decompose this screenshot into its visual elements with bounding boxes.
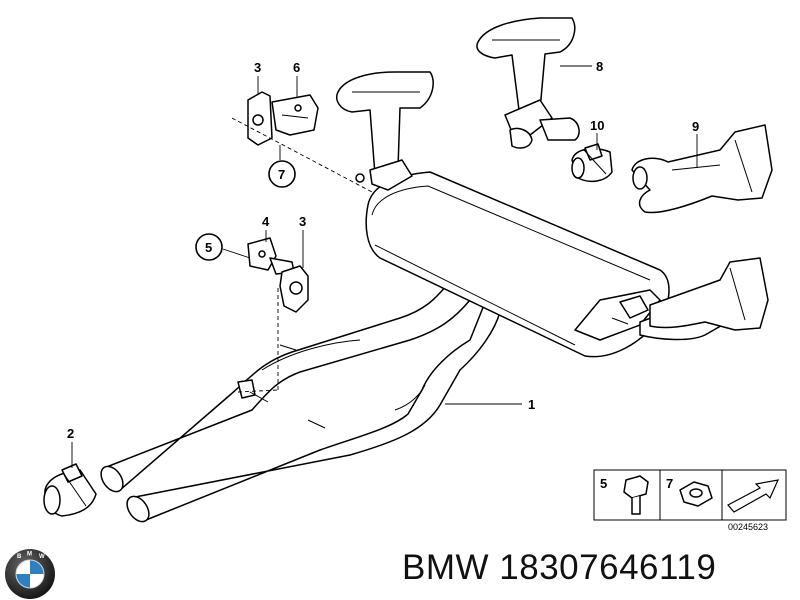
rubber-mount-top <box>247 91 319 146</box>
callout-7: 7 <box>278 167 285 182</box>
exhaust-pipe <box>100 285 501 523</box>
nut-icon <box>679 481 713 507</box>
callout-6: 6 <box>293 60 300 75</box>
svg-text:W: W <box>39 554 45 560</box>
legend-7: 7 <box>666 476 673 491</box>
hanger-bracket-right <box>476 17 580 149</box>
part-number: 18307646119 <box>499 548 717 587</box>
svg-text:M: M <box>27 552 32 558</box>
callout-4: 4 <box>262 214 270 229</box>
pipe-fittings <box>237 295 649 429</box>
tailpipe-lower <box>649 257 769 331</box>
mount-with-bolt <box>247 237 309 313</box>
dashed-leader-top <box>231 117 373 193</box>
bolt-icon <box>623 475 649 515</box>
callout-9: 9 <box>692 119 699 134</box>
part-caption: BMW 18307646119 <box>402 548 716 588</box>
tailpipe-upper <box>631 124 773 214</box>
hanger-bracket-center <box>336 71 434 191</box>
callout-10: 10 <box>590 118 604 133</box>
callouts: 1 2 3 6 7 4 3 5 8 10 9 <box>67 59 699 441</box>
callout-3-top: 3 <box>254 60 261 75</box>
svg-text:B: B <box>17 554 22 560</box>
callout-5: 5 <box>205 240 212 255</box>
callout-3-mid: 3 <box>299 214 306 229</box>
callout-7-circle <box>268 160 296 188</box>
brand-name: BMW <box>402 548 490 587</box>
clamp-2 <box>43 463 97 517</box>
callout-8: 8 <box>596 59 603 74</box>
arrow-icon <box>727 479 780 513</box>
legend-5: 5 <box>600 476 607 491</box>
reference-code: 00245623 <box>728 522 768 532</box>
clamp-10 <box>571 143 613 183</box>
legend-box: 5 7 00245623 <box>593 469 787 532</box>
callout-1: 1 <box>528 397 535 412</box>
callout-2: 2 <box>67 426 74 441</box>
bmw-logo: B M W <box>5 549 55 599</box>
callout-5-circle <box>195 233 223 261</box>
leader-lines <box>71 65 698 468</box>
